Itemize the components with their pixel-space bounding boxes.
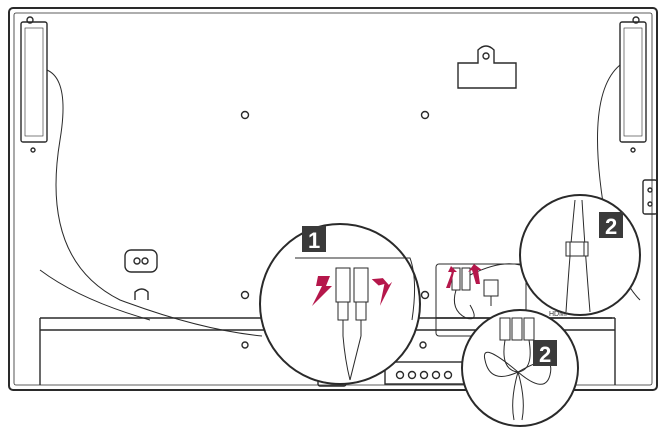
arrow-up-icon bbox=[312, 276, 332, 306]
arrow-up-icon bbox=[446, 266, 457, 288]
connector-plug-icon bbox=[335, 267, 369, 336]
cable-tie-icon bbox=[565, 241, 589, 257]
left-speaker bbox=[20, 21, 48, 143]
step-label-1: 1 bbox=[308, 228, 320, 253]
step-label-2a: 2 bbox=[605, 214, 617, 239]
arrow-up-icon bbox=[468, 264, 482, 284]
step-badge-1 bbox=[302, 226, 326, 252]
step-badge-2b bbox=[533, 340, 557, 366]
power-plug-icon bbox=[483, 279, 499, 297]
arrow-up-icon bbox=[371, 278, 393, 306]
port-label: HDMI bbox=[549, 311, 567, 318]
zoom-circle-step2-top: 2 bbox=[519, 194, 641, 316]
power-inlet bbox=[124, 249, 158, 273]
zoom-circle-step1: 1 bbox=[259, 223, 421, 385]
step-label-2b: 2 bbox=[539, 342, 551, 367]
step-badge-2a bbox=[599, 212, 623, 238]
zoom-circle-step2-bottom: 2 bbox=[461, 309, 579, 427]
right-speaker bbox=[619, 21, 647, 143]
